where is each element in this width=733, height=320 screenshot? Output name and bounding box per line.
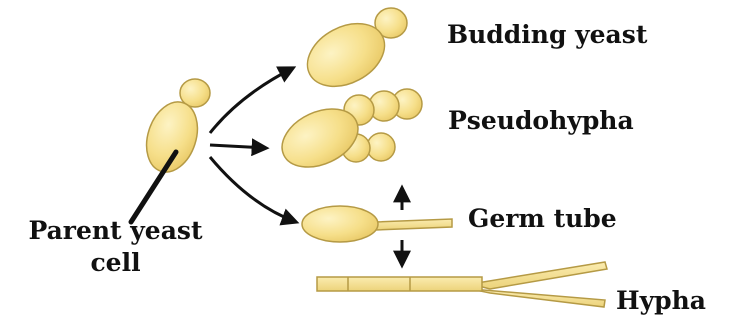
- germ-tube-label: Germ tube: [468, 206, 617, 231]
- parent-yeast-cell-label: Parent yeast cell: [8, 215, 223, 279]
- arrow-to-budding-yeast: [210, 68, 293, 133]
- hypha-branch-upper: [471, 262, 607, 289]
- pseudohypha-bud-6: [367, 133, 395, 161]
- arrow-to-pseudohypha: [210, 145, 266, 148]
- parent-yeast-cell: [138, 79, 210, 179]
- pseudohypha-cells: [273, 89, 422, 178]
- parent-label-line-1: Parent yeast: [8, 215, 223, 247]
- hypha-main-segment: [317, 277, 482, 291]
- germ-tube-mother: [302, 206, 378, 242]
- budding-yeast-cell: [297, 8, 407, 99]
- hypha-filament: [317, 262, 607, 307]
- germ-tube-cell: [302, 206, 452, 242]
- hypha-branch-lower: [471, 289, 605, 307]
- arrow-to-germ-tube: [210, 157, 296, 222]
- germ-tube-extension: [376, 219, 452, 230]
- pseudohypha-label: Pseudohypha: [448, 108, 634, 133]
- parent-label-line-2: cell: [8, 247, 223, 279]
- parent-cell-body: [138, 95, 206, 178]
- hypha-label: Hypha: [616, 288, 706, 313]
- budding-yeast-label: Budding yeast: [447, 22, 647, 47]
